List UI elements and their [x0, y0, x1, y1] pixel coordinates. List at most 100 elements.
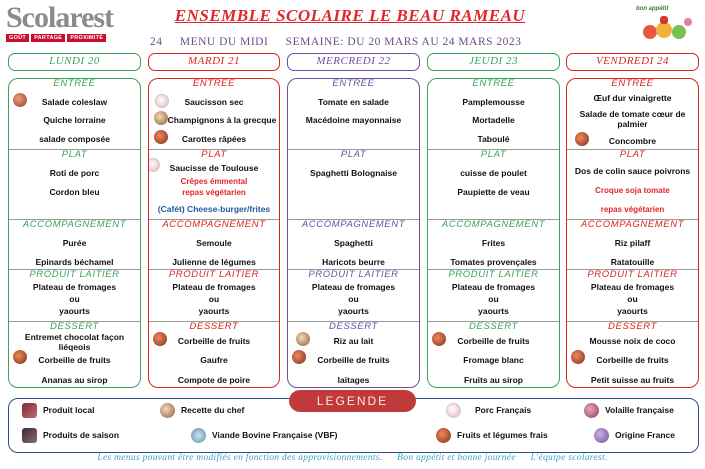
fresh-produce-icon [575, 132, 589, 146]
section-label: ACCOMPAGNEMENT [162, 219, 266, 230]
menu-item: Corbeille de fruits [457, 336, 530, 346]
produit-laitier-section: PRODUIT LAITIER Plateau de fromages ou y… [149, 269, 279, 321]
section-label: DESSERT [329, 321, 378, 332]
menu-item: Ratatouille [610, 257, 655, 267]
french-poultry-icon [584, 403, 599, 419]
logo-tagline: GOÛT PARTAGE PROXIMITÉ [6, 34, 134, 42]
origin-france-icon [594, 428, 609, 444]
day-header-lundi: LUNDI 20 [8, 53, 141, 71]
mascot-label: bon appétit [636, 6, 669, 12]
accompagnement-section: ACCOMPAGNEMENT Spaghetti Haricots beurre [288, 219, 419, 269]
menu-item: Corbeille de fruits [38, 355, 111, 365]
accompagnement-section: ACCOMPAGNEMENT Purée Epinards béchamel [9, 219, 140, 269]
legend-label: Fruits et légumes frais [457, 430, 548, 440]
produit-laitier-section: PRODUIT LAITIER Plateau de fromages ou y… [288, 269, 419, 321]
footer-signature: L'équipe scolarest. [530, 453, 608, 463]
plat-section: PLAT Saucisse de Toulouse Crêpes émmenta… [149, 149, 279, 219]
day-column-mardi: ENTREE Saucisson sec Champignons à la gr… [148, 78, 280, 388]
day-column-jeudi: ENTREE Pamplemousse Mortadelle Taboulé P… [427, 78, 560, 388]
menu-item: Concombre [608, 136, 657, 146]
menu-item: Haricots beurre [322, 257, 385, 267]
menu-item: Taboulé [477, 134, 510, 144]
footer-greeting: Bon appétit et bonne journée [397, 453, 516, 463]
chef-recipe-icon [154, 111, 168, 125]
legend-label: Viande Bovine Française (VBF) [212, 430, 338, 440]
menu-item: Corbeille de fruits [317, 355, 390, 365]
section-label: DESSERT [469, 321, 518, 332]
menu-item: Roti de porc [49, 168, 100, 178]
french-beef-icon [191, 428, 206, 444]
section-label: PRODUIT LAITIER [29, 269, 120, 280]
menu-item: yaourts [338, 306, 369, 316]
fresh-produce-icon [153, 332, 167, 346]
menu-item: Saucisson sec [184, 97, 244, 107]
menu-item: Riz pilaff [614, 238, 651, 248]
menu-item: Ananas au sirop [41, 375, 108, 385]
section-label: ENTREE [53, 78, 96, 89]
menu-item: yaourts [617, 306, 648, 316]
menu-item: Gaufre [200, 355, 228, 365]
menu-item: Spaghetti [334, 238, 373, 248]
menu-item: Plateau de fromages [451, 282, 536, 292]
menu-item: Plateau de fromages [172, 282, 256, 292]
section-label: PLAT [340, 149, 367, 160]
menu-item: Quiche lorraine [43, 115, 106, 125]
week-number: 24 [150, 36, 163, 48]
section-label: DESSERT [608, 321, 657, 332]
section-label: PRODUIT LAITIER [448, 269, 539, 280]
legend-label: Origine France [615, 430, 675, 440]
entree-section: ENTREE Pamplemousse Mortadelle Taboulé [428, 79, 559, 149]
section-label: PLAT [201, 149, 227, 160]
menu-item: ou [627, 294, 638, 304]
footer-note: Les menus pouvant être modifiés en fonct… [0, 453, 705, 463]
day-header-vendredi: VENDREDI 24 [566, 53, 699, 71]
entree-section: ENTREE Salade coleslaw Quiche lorraine s… [9, 79, 140, 149]
footer-disclaimer: Les menus pouvant être modifiés en fonct… [97, 453, 383, 463]
menu-item: cuisse de poulet [460, 168, 527, 178]
section-label: ACCOMPAGNEMENT [580, 219, 685, 230]
entree-section: ENTREE Saucisson sec Champignons à la gr… [149, 79, 279, 149]
menu-item-cafeteria: (Cafét) Cheese-burger/frites [157, 204, 271, 214]
dessert-section: DESSERT Corbeille de fruits Fromage blan… [428, 321, 559, 387]
menu-item: salade composée [39, 134, 110, 144]
menu-item: Frites [481, 238, 506, 248]
accompagnement-section: ACCOMPAGNEMENT Frites Tomates provençale… [428, 219, 559, 269]
section-label: ENTREE [332, 78, 375, 89]
french-pork-icon [155, 94, 169, 108]
menu-item: ou [208, 294, 220, 304]
menu-item: Saucisse de Toulouse [169, 163, 259, 173]
menu-item: Fruits au sirop [463, 375, 524, 385]
menu-item: Compote de poire [177, 375, 251, 385]
produit-laitier-section: PRODUIT LAITIER Plateau de fromages ou y… [567, 269, 698, 321]
section-label: ACCOMPAGNEMENT [301, 219, 406, 230]
menu-item: Plateau de fromages [311, 282, 396, 292]
menu-item: Spaghetti Bolognaise [310, 168, 397, 178]
seasonal-product-icon [22, 428, 37, 444]
menu-subtitle: 24 MENU DU MIDI SEMAINE: DU 20 MARS AU 2… [150, 36, 535, 48]
legend-item-chef: Recette du chef [160, 402, 244, 419]
menu-item: Corbeille de fruits [596, 355, 669, 365]
dessert-section: DESSERT Entremet chocolat façon liéqeois… [9, 321, 140, 387]
menu-item: Macédoine mayonnaise [305, 115, 402, 125]
menu-item: Carottes râpées [181, 134, 247, 144]
menu-item: Pamplemousse [462, 97, 525, 107]
french-pork-icon [149, 158, 160, 172]
section-label: ENTREE [472, 78, 515, 89]
menu-item: yaourts [59, 306, 90, 316]
scolarest-logo: Scolarest GOÛT PARTAGE PROXIMITÉ [6, 3, 134, 44]
menu-item: laitages [337, 375, 370, 385]
plat-section: PLAT Spaghetti Bolognaise [288, 149, 419, 219]
menu-item: Purée [62, 238, 87, 248]
section-label: ACCOMPAGNEMENT [22, 219, 127, 230]
dessert-section: DESSERT Mousse noix de coco Corbeille de… [567, 321, 698, 387]
legend-item-vbf: Viande Bovine Française (VBF) [191, 427, 338, 444]
legend-label: Produits de saison [43, 430, 120, 440]
menu-item-vegetarian: Crêpes émmental [180, 177, 248, 186]
dessert-section: DESSERT Riz au lait Corbeille de fruits … [288, 321, 419, 387]
legend-title: LEGENDE [289, 390, 416, 412]
plat-section: PLAT Dos de colin sauce poivrons Croque … [567, 149, 698, 219]
menu-item: ou [348, 294, 359, 304]
vegetarian-note: repas végétarien [182, 188, 246, 197]
page-title: ENSEMBLE SCOLAIRE LE BEAU RAMEAU [174, 6, 526, 25]
logo-tag-gout: GOÛT [6, 34, 30, 42]
